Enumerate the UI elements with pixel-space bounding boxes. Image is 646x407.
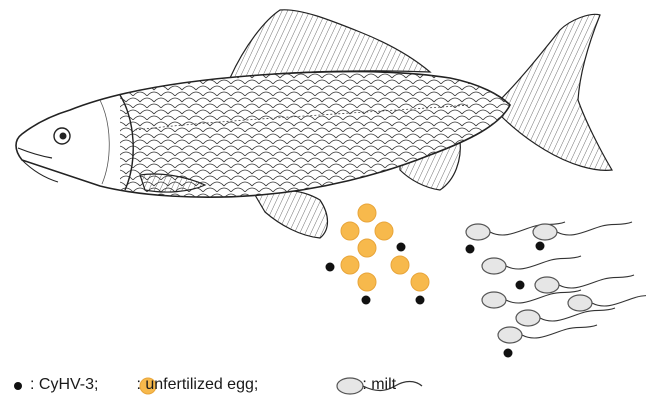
sperm-6: [516, 308, 615, 326]
tail-fin: [500, 14, 612, 170]
legend-item-egg: : unfertilized egg;: [132, 376, 258, 394]
virus-6: [536, 242, 545, 251]
virus-7: [516, 281, 525, 290]
fish-eye-icon: [54, 128, 70, 144]
virus-1: [397, 243, 406, 252]
legend-item-milt: : milt: [358, 376, 396, 394]
virus-8: [504, 349, 513, 358]
egg-3: [375, 222, 393, 240]
sperm-5: [482, 290, 581, 308]
egg-2: [341, 222, 359, 240]
egg-8: [411, 273, 429, 291]
legend-milt-label: : milt: [362, 376, 396, 394]
milt-cluster: [466, 222, 646, 343]
egg-7: [358, 273, 376, 291]
legend: : CyHV-3; : unfertilized egg; : milt: [12, 370, 396, 400]
dorsal-fin: [230, 10, 430, 78]
virus-4: [416, 296, 425, 305]
sperm-3: [482, 256, 581, 274]
pelvic-fin: [255, 190, 328, 238]
egg-1: [358, 204, 376, 222]
egg-4: [358, 239, 376, 257]
egg-5: [341, 256, 359, 274]
carp-fish-icon: [16, 10, 612, 238]
virus-2: [326, 263, 335, 272]
sperm-8: [498, 325, 597, 343]
egg-cluster: [341, 204, 429, 291]
legend-virus-label: : CyHV-3;: [30, 376, 98, 394]
legend-item-virus: : CyHV-3;: [26, 376, 98, 394]
virus-5: [466, 245, 475, 254]
sperm-4: [535, 275, 634, 293]
legend-egg-label: : unfertilized egg;: [136, 376, 258, 394]
egg-6: [391, 256, 409, 274]
sperm-2: [533, 222, 632, 240]
sperm-7: [568, 293, 646, 311]
virus-3: [362, 296, 371, 305]
